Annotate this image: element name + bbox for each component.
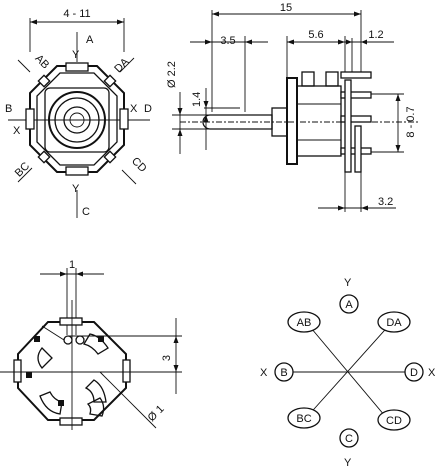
svg-text:D: D [410, 367, 418, 379]
pin-length-dim: 8 - 0.7 [405, 106, 417, 137]
label-da: DA [112, 55, 132, 75]
label-cd: CD [129, 155, 149, 175]
label-a: A [86, 34, 94, 46]
label-y-bottom: Y [72, 183, 80, 195]
node-d: D [404, 362, 424, 382]
pin-spacing-dim: 3.2 [378, 196, 393, 208]
label-b: B [5, 103, 12, 115]
svg-text:A: A [345, 299, 353, 311]
node-a: A [339, 294, 359, 314]
wiring-y-bottom: Y [344, 457, 352, 469]
label-bc: BC [13, 160, 32, 179]
width-dimension: 4 - 11 [63, 8, 90, 20]
front-view: 4 - 11 A Y DA AB B X [5, 8, 152, 218]
wiring-y-top: Y [344, 277, 352, 289]
shaft-diameter-dim: Ø 2.2 [166, 61, 178, 88]
node-c: C [339, 428, 359, 448]
offset-dim: 3 [161, 355, 173, 361]
label-d: D [144, 103, 152, 115]
pin-pitch-dim: 1 [69, 259, 75, 271]
label-c: C [82, 206, 90, 218]
svg-text:DA: DA [386, 317, 402, 329]
shaft-step-dim: 1.4 [191, 92, 203, 107]
node-ab: AB [287, 311, 321, 333]
wiring-x-left: X [260, 367, 268, 379]
svg-text:CD: CD [386, 415, 402, 427]
node-b: B [274, 362, 294, 382]
label-y-top: Y [72, 49, 80, 61]
node-cd: CD [377, 409, 411, 431]
rear-view: 1 3 Ø 1 [0, 259, 182, 430]
label-x-right: X [130, 103, 138, 115]
wiring-x-right: X [428, 367, 436, 379]
wiring-diagram: Y A AB DA X B D X BC CD [260, 277, 436, 469]
svg-text:B: B [280, 367, 287, 379]
pin-offset-dim: 1.2 [368, 29, 383, 41]
node-bc: BC [287, 407, 321, 429]
label-ab: AB [32, 53, 51, 72]
label-x-left: X [13, 125, 21, 137]
svg-text:C: C [345, 433, 353, 445]
total-length-dim: 15 [280, 2, 292, 14]
node-da: DA [377, 311, 411, 333]
svg-text:AB: AB [297, 317, 312, 329]
body-length-dim: 5.6 [308, 29, 323, 41]
shaft-length-dim: 3.5 [220, 35, 235, 47]
side-view: 15 3.5 5.6 1.2 Ø 2.2 1.4 [166, 2, 420, 212]
svg-text:BC: BC [296, 413, 311, 425]
